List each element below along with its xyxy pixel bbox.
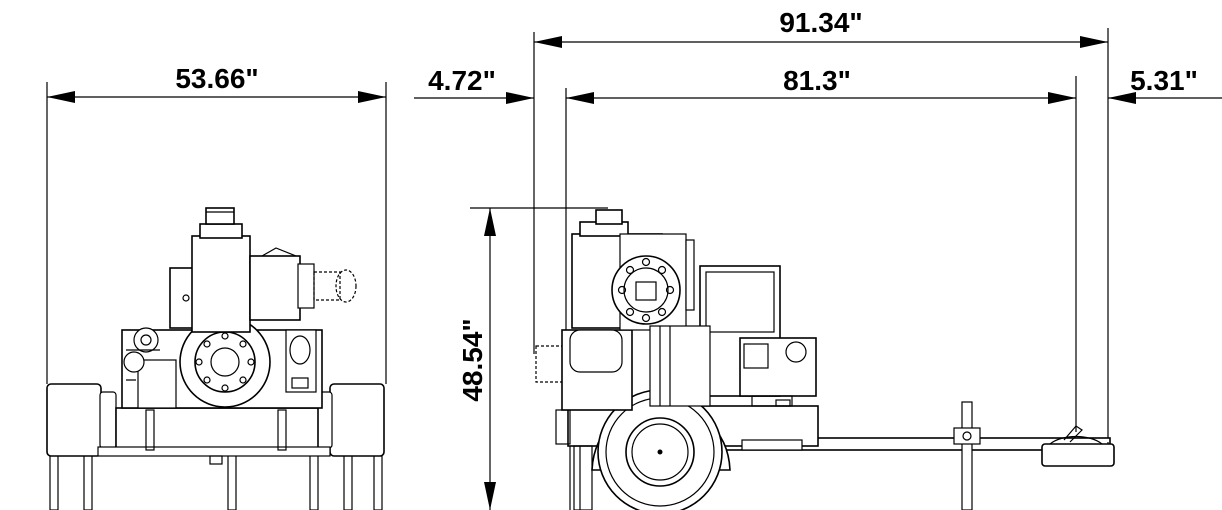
front-base-frame: [97, 407, 331, 465]
side-front-offset-dimension: 4.72": [414, 65, 534, 104]
side-pump-assembly: [535, 209, 817, 411]
side-height-dimension: 48.54": [457, 207, 608, 510]
side-rear-offset-dimension: 5.31": [1108, 65, 1222, 104]
front-engine: [169, 207, 357, 333]
side-overall-length-dimension: 91.34": [534, 7, 1108, 48]
side-height-label: 48.54": [457, 318, 488, 401]
front-legs: [49, 454, 383, 510]
side-overall-length-label: 91.34": [779, 7, 862, 38]
side-main-length-dimension: 81.3": [566, 65, 1076, 104]
side-extension-lines: [533, 28, 1109, 442]
front-width-label: 53.66": [175, 63, 258, 94]
front-width-dimension: 53.66": [46, 63, 387, 384]
side-rear-offset-label: 5.31": [1130, 65, 1198, 96]
side-front-offset-label: 4.72": [428, 65, 496, 96]
front-pump-body: [121, 316, 323, 409]
side-view: 91.34" 4.72" 81.3" 5.31" 48.54": [414, 7, 1222, 510]
front-view: 53.66": [46, 63, 387, 510]
side-main-length-label: 81.3": [783, 65, 851, 96]
